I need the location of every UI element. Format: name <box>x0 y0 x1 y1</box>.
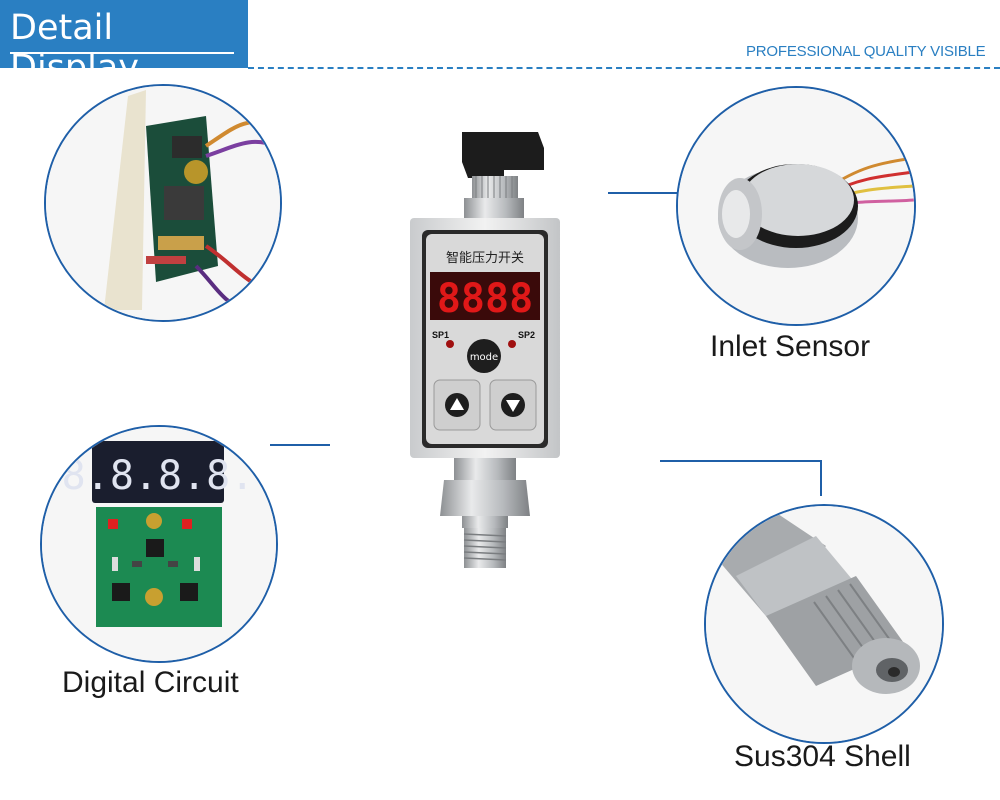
shell-connector <box>660 460 822 462</box>
header-title-box: Detail Display <box>0 0 248 88</box>
inlet-sensor-connector <box>608 192 678 194</box>
shell-connector-drop <box>820 460 822 496</box>
title-underline <box>10 52 234 54</box>
pressure-switch-illustration: 智能压力开关 8888 SP1 SP2 mode <box>410 132 560 568</box>
sp1-label: SP1 <box>432 330 449 340</box>
led-display <box>430 272 540 320</box>
header-tagline: PROFESSIONAL QUALITY VISIBLE <box>746 43 986 60</box>
digital-circuit-illustration: 8.8.8.8. <box>42 427 276 661</box>
panel-label: 智能压力开关 <box>446 251 524 266</box>
hex-fitting <box>440 480 530 516</box>
inlet-sensor-photo <box>676 86 916 326</box>
sp1-indicator <box>446 340 454 348</box>
header-dashed-divider <box>248 67 1000 69</box>
shell-illustration <box>706 506 942 742</box>
pressure-switch-product: 智能压力开关 8888 SP1 SP2 mode <box>400 118 570 578</box>
mode-button-label: mode <box>470 352 498 363</box>
pcb-seven-segment-display: 8.8.8.8. <box>62 453 255 499</box>
sp2-label: SP2 <box>518 330 535 340</box>
knurled-nut <box>472 176 518 198</box>
internal-assembly-photo <box>44 84 282 322</box>
digital-circuit-photo: 8.8.8.8. <box>40 425 278 663</box>
page-title: Detail Display <box>10 8 140 88</box>
internal-assembly-illustration <box>46 86 280 320</box>
inlet-sensor-illustration <box>678 88 914 324</box>
mode-button[interactable] <box>467 339 501 373</box>
shell-photo <box>704 504 944 744</box>
digital-circuit-label: Digital Circuit <box>62 666 239 699</box>
digital-circuit-connector <box>270 444 330 446</box>
cable-plug <box>462 132 544 178</box>
inlet-sensor-label: Inlet Sensor <box>710 330 871 363</box>
sp2-indicator <box>508 340 516 348</box>
shell-label: Sus304 Shell <box>734 740 911 773</box>
led-readout: 8888 <box>437 276 533 322</box>
